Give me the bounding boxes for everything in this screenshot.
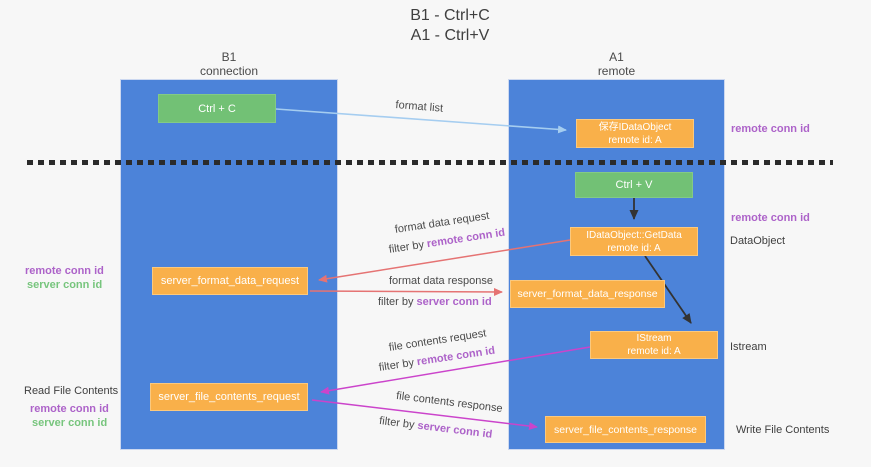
save-idataobject-line1: 保存IDataObject (598, 121, 672, 133)
server-format-data-response-box: server_format_data_response (510, 280, 665, 308)
server-file-contents-response-box: server_file_contents_response (545, 416, 706, 443)
filter-by-text-2: filter by (378, 296, 417, 308)
save-idataobject-line2: remote id: A (608, 134, 662, 146)
a1-name: A1 (609, 50, 624, 64)
dataobject-label: DataObject (730, 235, 786, 247)
arrow-format-data-response (309, 287, 503, 296)
save-idataobject-box: 保存IDataObject remote id: A (576, 119, 694, 148)
file-contents-response-label: file contents response (395, 390, 504, 415)
left-server-conn-id-bottom: server conn id (32, 417, 108, 429)
format-data-response-label: format data response (389, 275, 493, 287)
getdata-line2: remote id: A (607, 242, 661, 254)
column-header-b1: B1 connection (120, 50, 338, 78)
istream-side-label: Istream (730, 341, 767, 353)
ctrl-v-label: Ctrl + V (615, 179, 653, 191)
read-file-contents-label: Read File Contents (24, 385, 119, 397)
title-line-2: A1 - Ctrl+V (410, 27, 490, 44)
remote-conn-id-text-1: remote conn id (426, 226, 506, 251)
istream-line2: remote id: A (627, 346, 681, 357)
filter-by-text-1: filter by (388, 238, 428, 256)
server-file-contents-request-label: server_file_contents_request (158, 391, 300, 403)
column-header-a1: A1 remote (508, 50, 725, 78)
copy-paste-divider (27, 160, 833, 165)
remote-conn-id-text-3: remote conn id (416, 344, 496, 369)
server-file-contents-response-label: server_file_contents_response (553, 423, 697, 436)
left-remote-conn-id-top: remote conn id (25, 265, 104, 277)
filter-by-text-3: filter by (378, 356, 418, 374)
b1-subtitle: connection (199, 64, 259, 78)
left-server-conn-id-top: server conn id (27, 279, 103, 291)
server-format-data-response-label: server_format_data_response (517, 288, 658, 300)
right-remote-conn-id-mid: remote conn id (731, 212, 810, 224)
ctrl-c-label: Ctrl + C (198, 102, 236, 115)
getdata-line1: IDataObject::GetData (586, 229, 682, 241)
write-file-contents-label: Write File Contents (736, 424, 830, 436)
ctrl-v-box: Ctrl + V (575, 172, 693, 198)
istream-line1: IStream (636, 333, 672, 344)
server-file-contents-request-box: server_file_contents_request (150, 383, 308, 411)
server-conn-id-text-4: server conn id (416, 419, 493, 441)
server-conn-id-text-2: server conn id (416, 296, 492, 308)
filter-by-text-4: filter by (378, 415, 419, 432)
format-list-label: format list (395, 99, 444, 115)
istream-box: IStream remote id: A (590, 331, 718, 359)
file-response-filter-label: filter by server conn id (379, 415, 493, 441)
getdata-box: IDataObject::GetData remote id: A (570, 227, 698, 256)
server-format-data-request-box: server_format_data_request (152, 267, 308, 295)
left-remote-conn-id-bottom: remote conn id (30, 403, 109, 415)
diagram-title: B1 - Ctrl+C A1 - Ctrl+V (340, 6, 560, 46)
title-line-1: B1 - Ctrl+C (410, 7, 490, 24)
right-remote-conn-id-top: remote conn id (731, 123, 810, 135)
format-response-filter-label: filter by server conn id (378, 296, 492, 308)
a1-subtitle: remote (597, 64, 636, 78)
server-format-data-request-label: server_format_data_request (160, 275, 300, 287)
b1-name: B1 (221, 50, 237, 64)
ctrl-c-box: Ctrl + C (158, 94, 276, 123)
